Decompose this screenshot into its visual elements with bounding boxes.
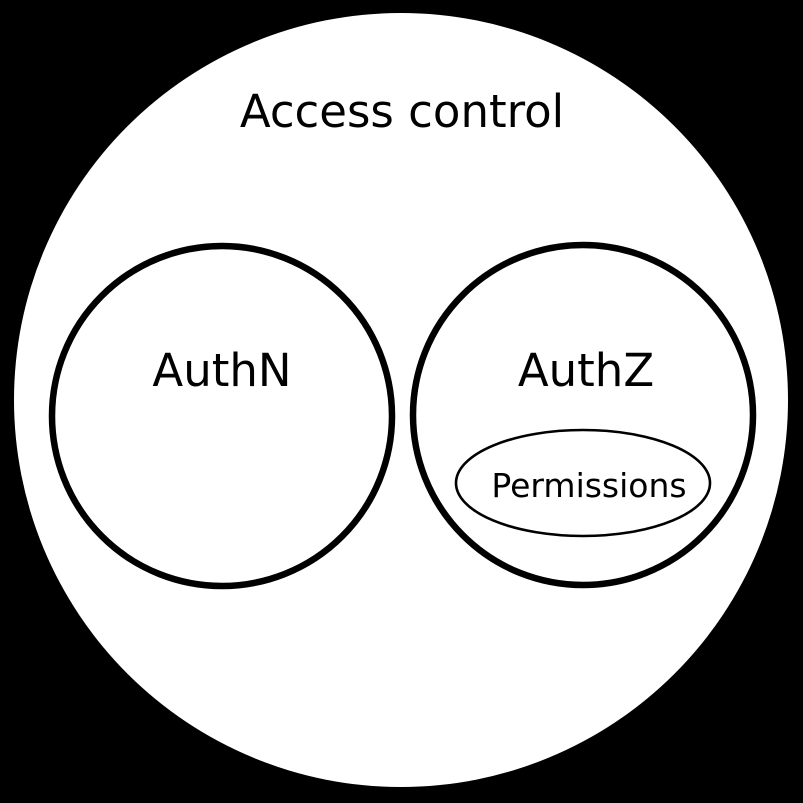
access-control-label: Access control [240,85,564,138]
authn-label: AuthN [152,344,291,397]
authn-circle[interactable] [48,242,396,590]
permissions-ellipse[interactable] [454,428,712,538]
authz-label: AuthZ [518,344,654,397]
access-control-circle[interactable] [14,13,788,787]
permissions-label: Permissions [491,466,686,505]
